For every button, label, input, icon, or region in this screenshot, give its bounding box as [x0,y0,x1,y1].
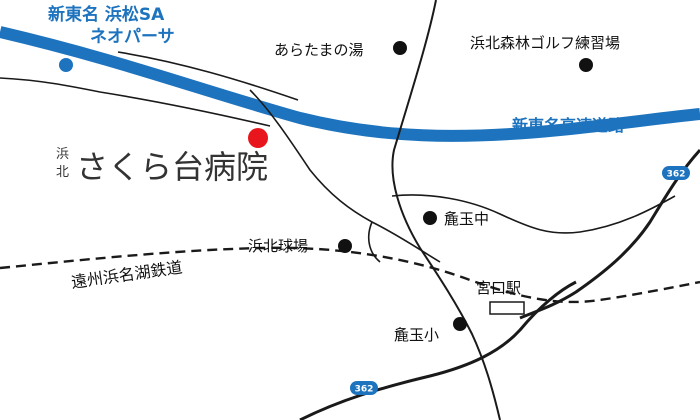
hospital-prefix-top: 浜 [56,147,69,162]
junior-high-marker [423,211,437,225]
expressway-line [0,26,700,142]
station-box [489,301,525,315]
railway-line [0,246,700,304]
sa-label-line2: ネオパーサ [90,27,175,47]
road-spur [367,221,381,263]
expressway-label: 新東名高速道路 [512,116,625,135]
sa-marker [59,58,73,72]
station-label: 宮口駅 [476,279,521,297]
sa-label-line1: 新東名 浜松SA [48,4,165,25]
elementary-label: 麁玉小 [394,326,439,344]
ballpark-label: 浜北球場 [248,237,308,255]
hospital-marker [248,128,268,148]
hospital-name: さくら台病院 [76,148,268,186]
sa-ramp-upper [117,51,299,101]
onsen-label: あらたまの湯 [274,41,364,59]
hospital-logotype: 浜 北 さくら台病院 [56,147,268,186]
golf-marker [579,58,593,72]
route-shield-east: 362 [662,166,690,180]
road-north-south [391,0,501,420]
route-362-south [299,280,577,420]
route-362-east [519,148,700,320]
onsen-marker [393,41,407,55]
hospital-prefix-bottom: 北 [56,165,69,180]
golf-label: 浜北森林ゴルフ練習場 [470,34,620,52]
ballpark-marker [338,239,352,253]
elementary-marker [453,317,467,331]
junior-high-label: 麁玉中 [444,210,489,228]
road-junior-high [391,194,676,234]
route-shield-east-label: 362 [667,170,686,180]
route-shield-south: 362 [350,381,378,395]
railway-label: 遠州浜名湖鉄道 [70,258,184,292]
sa-ramp-lower [0,77,271,127]
road-hospital-south [249,89,441,263]
route-shield-south-label: 362 [355,385,374,395]
